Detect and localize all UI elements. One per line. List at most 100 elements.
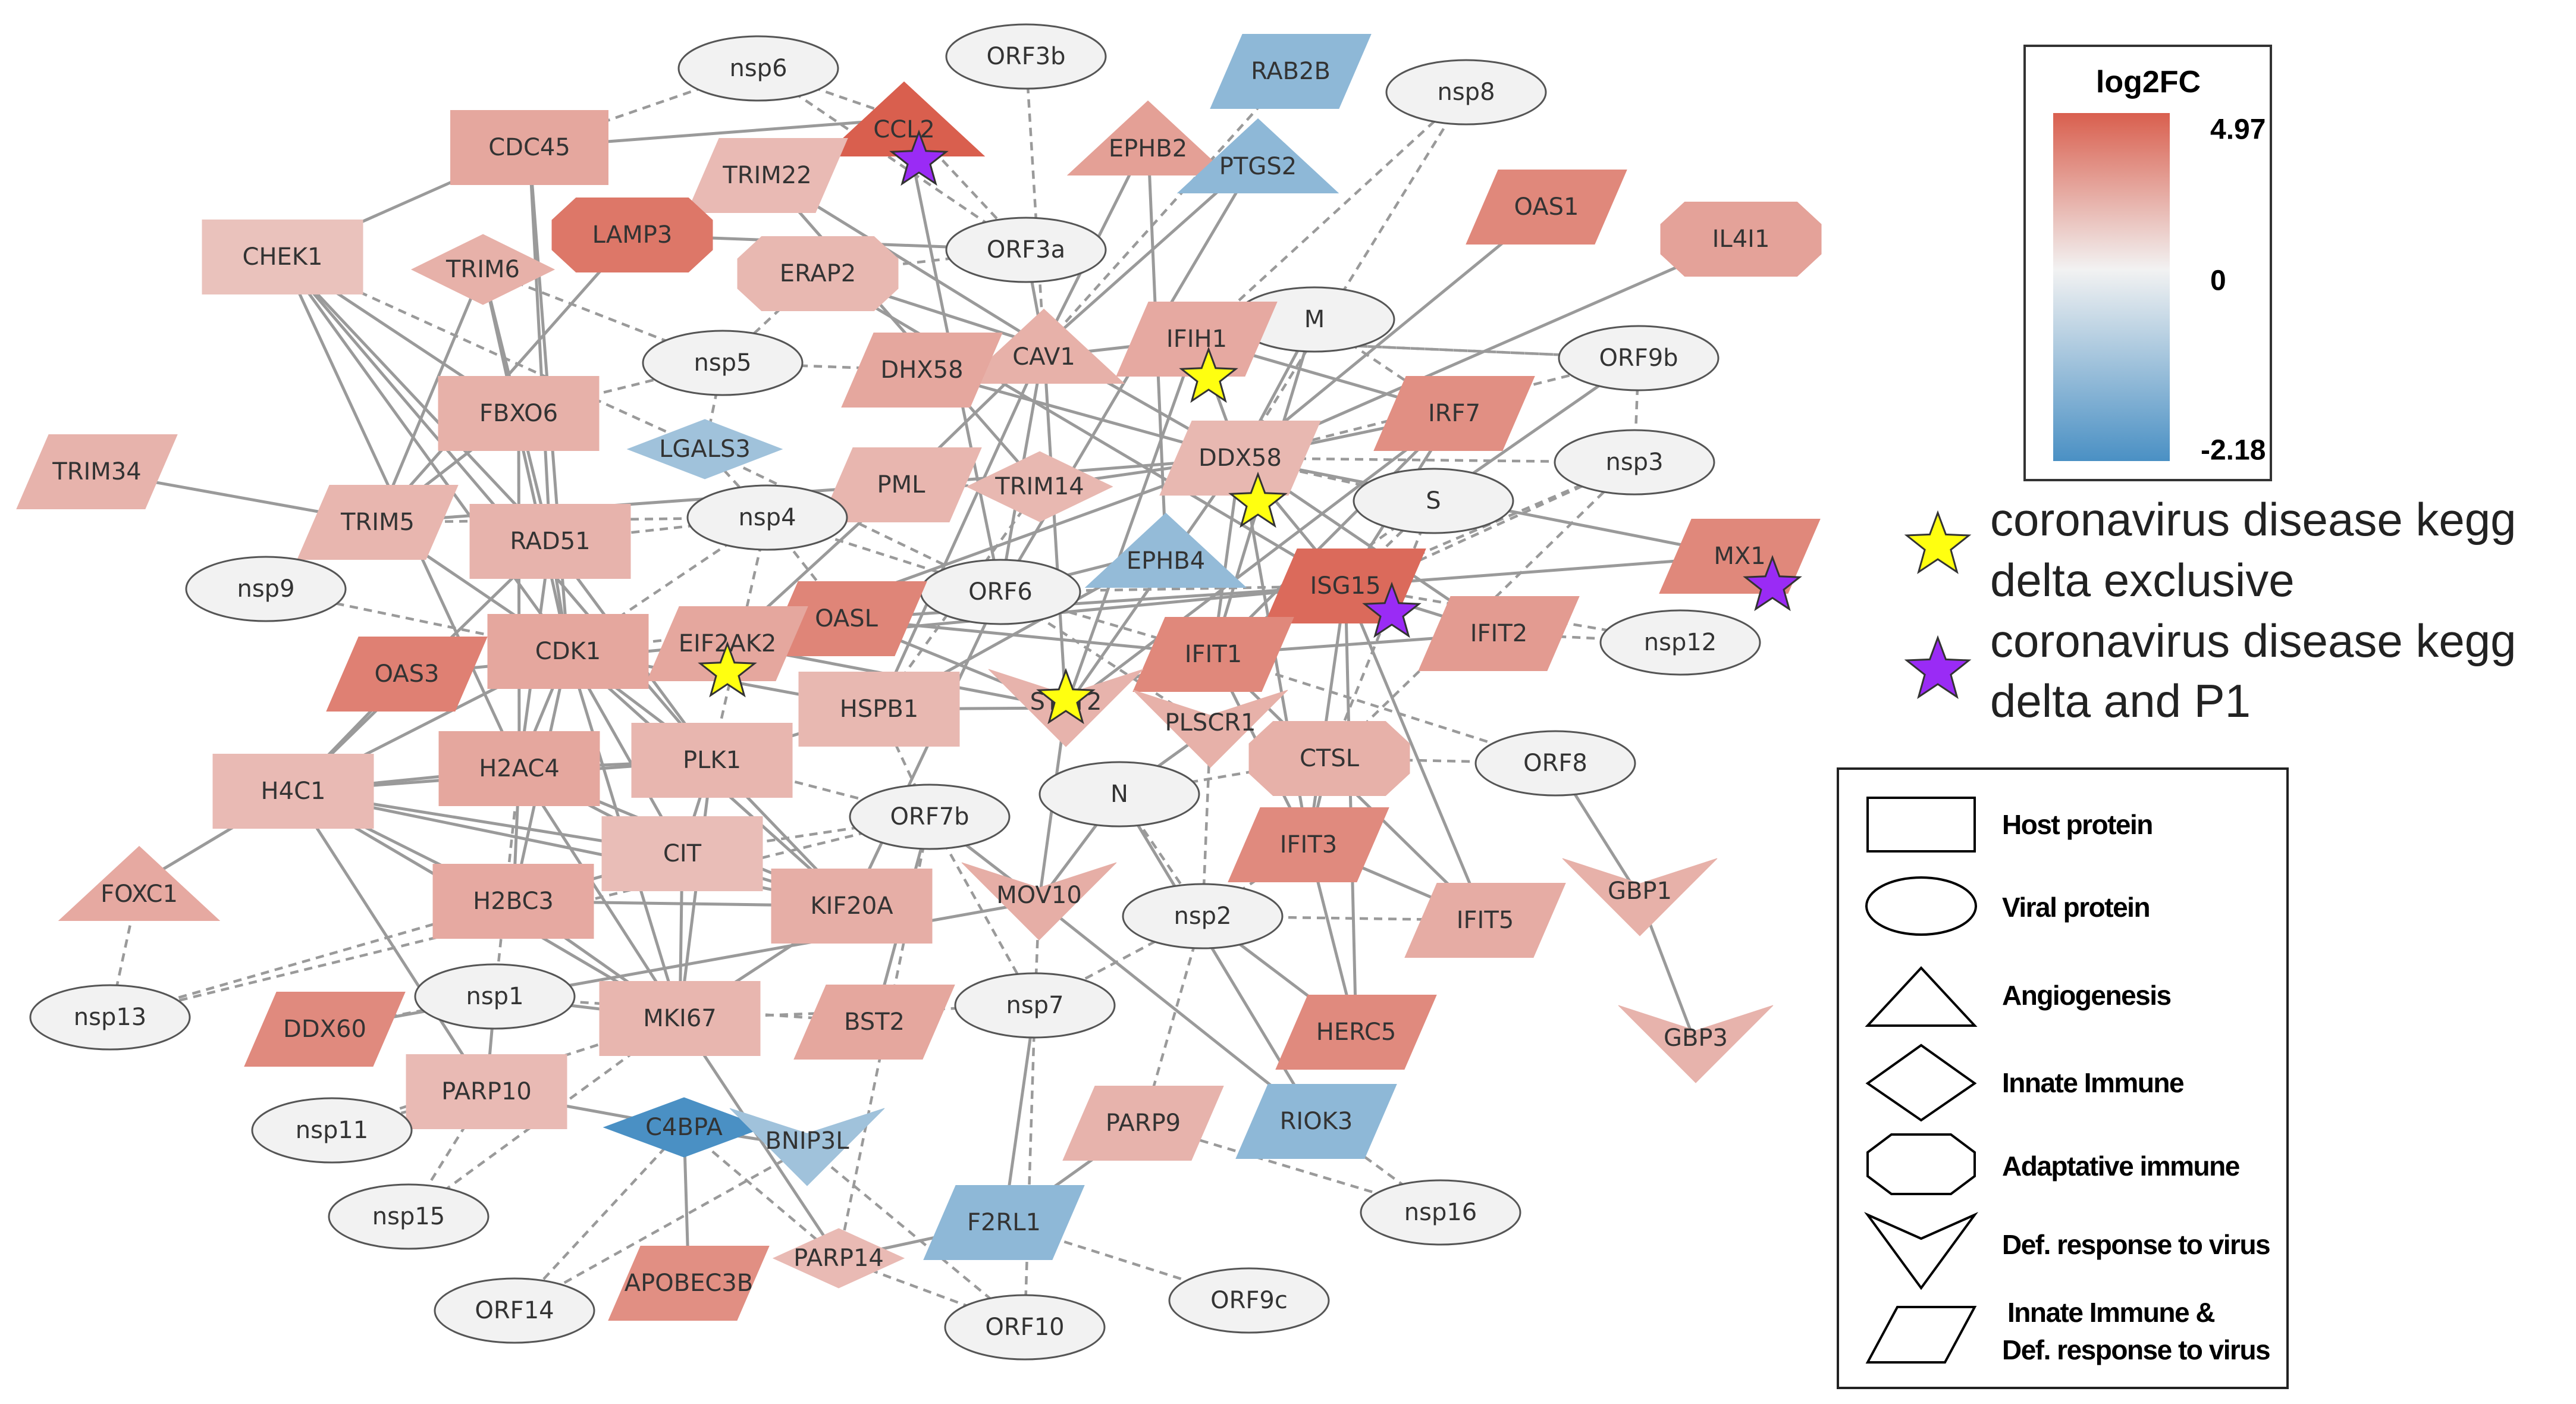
node-ddx58[interactable]: DDX58 [1159,421,1321,496]
node-shape-octagon [1248,721,1410,796]
node-cdk1[interactable]: CDK1 [487,614,649,689]
node-cdc45[interactable]: CDC45 [450,110,608,185]
node-orf10[interactable]: ORF10 [944,1294,1106,1361]
node-cit[interactable]: CIT [601,816,763,891]
node-irf7[interactable]: IRF7 [1373,376,1535,451]
node-ifit2[interactable]: IFIT2 [1418,596,1580,671]
node-parp14[interactable]: PARP14 [772,1228,905,1289]
node-nsp9[interactable]: nsp9 [185,556,347,622]
node-s[interactable]: S [1353,468,1514,534]
node-shape-diamond [603,1097,765,1158]
node-bnip3l[interactable]: BNIP3L [729,1108,885,1186]
node-f2rl1[interactable]: F2RL1 [923,1185,1085,1260]
node-gbp3[interactable]: GBP3 [1618,1005,1774,1083]
node-rab2b[interactable]: RAB2B [1210,34,1372,109]
star-legend-1-line-2: delta exclusive [1990,554,2295,606]
node-ctsl[interactable]: CTSL [1248,721,1410,796]
node-rad51[interactable]: RAD51 [469,504,631,579]
node-orf9b[interactable]: ORF9b [1558,325,1720,391]
node-nsp5[interactable]: nsp5 [642,330,804,396]
node-trim22[interactable]: TRIM22 [686,138,848,213]
node-chek1[interactable]: CHEK1 [202,220,363,294]
node-parp10[interactable]: PARP10 [406,1054,567,1129]
node-c4bpa[interactable]: C4BPA [603,1097,765,1158]
node-nsp11[interactable]: nsp11 [251,1097,413,1164]
node-h2bc3[interactable]: H2BC3 [432,864,594,939]
node-orf3a[interactable]: ORF3a [945,217,1107,283]
node-riok3[interactable]: RIOK3 [1235,1084,1397,1159]
node-foxc1[interactable]: FOXC1 [58,845,221,921]
node-orf14[interactable]: ORF14 [434,1277,595,1344]
node-orf7b[interactable]: ORF7b [849,784,1011,850]
node-ccl2[interactable]: CCL2 [823,81,986,156]
node-orf9c[interactable]: ORF9c [1168,1267,1330,1334]
node-nsp2[interactable]: nsp2 [1122,883,1284,949]
node-gbp1[interactable]: GBP1 [1562,858,1718,936]
node-apobec3b[interactable]: APOBEC3B [608,1246,770,1321]
node-nsp7[interactable]: nsp7 [954,972,1116,1039]
node-nsp16[interactable]: nsp16 [1360,1179,1521,1246]
node-oas3[interactable]: OAS3 [326,637,488,712]
node-erap2[interactable]: ERAP2 [737,236,899,311]
node-ifit1[interactable]: IFIT1 [1132,617,1294,692]
node-nsp1[interactable]: nsp1 [414,963,576,1030]
node-nsp4[interactable]: nsp4 [686,484,848,551]
node-hspb1[interactable]: HSPB1 [798,672,960,747]
node-label: FOXC1 [101,880,178,908]
node-bst2[interactable]: BST2 [793,985,955,1060]
node-kif20a[interactable]: KIF20A [771,869,933,944]
node-trim14[interactable]: TRIM14 [966,451,1113,522]
legend-adaptative-immune: Adaptative immune [2002,1151,2240,1182]
node-ephb4[interactable]: EPHB4 [1084,512,1247,588]
node-pml[interactable]: PML [820,447,982,522]
node-oas1[interactable]: OAS1 [1466,170,1627,245]
node-orf8[interactable]: ORF8 [1474,730,1636,797]
node-nsp6[interactable]: nsp6 [677,35,839,102]
node-mov10[interactable]: MOV10 [961,862,1117,941]
node-plk1[interactable]: PLK1 [631,723,793,798]
node-label: RAB2B [1251,58,1331,85]
node-dhx58[interactable]: DHX58 [841,333,1003,408]
edge-solid-kif20a-orf6 [850,591,1002,907]
node-herc5[interactable]: HERC5 [1275,995,1437,1070]
node-fbxo6[interactable]: FBXO6 [438,376,600,451]
node-ifih1[interactable]: IFIH1 [1116,302,1278,377]
node-mki67[interactable]: MKI67 [599,981,761,1056]
node-lgals3[interactable]: LGALS3 [626,419,783,480]
node-label: BST2 [844,1008,905,1036]
node-label: nsp8 [1437,79,1495,106]
node-cav1[interactable]: CAV1 [962,308,1125,384]
node-ifit3[interactable]: IFIT3 [1228,807,1389,882]
node-h2ac4[interactable]: H2AC4 [438,731,600,806]
legend-ellipse-icon [1865,876,1977,936]
node-nsp15[interactable]: nsp15 [328,1183,490,1250]
node-nsp8[interactable]: nsp8 [1385,59,1547,126]
node-ptgs2[interactable]: PTGS2 [1176,118,1339,193]
node-oasl[interactable]: OASL [765,581,927,656]
node-nsp13[interactable]: nsp13 [29,984,191,1051]
node-trim34[interactable]: TRIM34 [16,434,178,509]
node-trim5[interactable]: TRIM5 [297,485,459,560]
node-shape-parallelogram [1062,1086,1224,1161]
node-ifit5[interactable]: IFIT5 [1404,883,1566,958]
node-nsp12[interactable]: nsp12 [1599,609,1761,676]
node-il4i1[interactable]: IL4I1 [1660,202,1822,277]
node-h4c1[interactable]: H4C1 [212,754,374,829]
node-ephb2[interactable]: EPHB2 [1066,100,1229,175]
node-plscr1[interactable]: PLSCR1 [1132,690,1288,768]
edge-dashed-nsp8-ddx58 [1239,91,1467,459]
node-orf6[interactable]: ORF6 [920,559,1081,625]
node-lamp3[interactable]: LAMP3 [551,198,713,272]
node-nsp3[interactable]: nsp3 [1554,429,1715,496]
edge-dashed-orf3b-cav1 [1024,56,1046,347]
node-n[interactable]: N [1038,761,1200,828]
edge-solid-isg15-oasl [846,584,1346,620]
node-parp9[interactable]: PARP9 [1062,1086,1224,1161]
node-mx1[interactable]: MX1 [1659,519,1821,594]
node-ddx60[interactable]: DDX60 [244,992,406,1067]
edge-solid-chek1-rad51 [281,256,551,543]
star-legend: coronavirus disease kegg delta exclusive… [1904,493,2517,727]
node-trim6[interactable]: TRIM6 [410,234,556,305]
node-orf3b[interactable]: ORF3b [945,23,1107,90]
star-layer [698,129,1802,725]
